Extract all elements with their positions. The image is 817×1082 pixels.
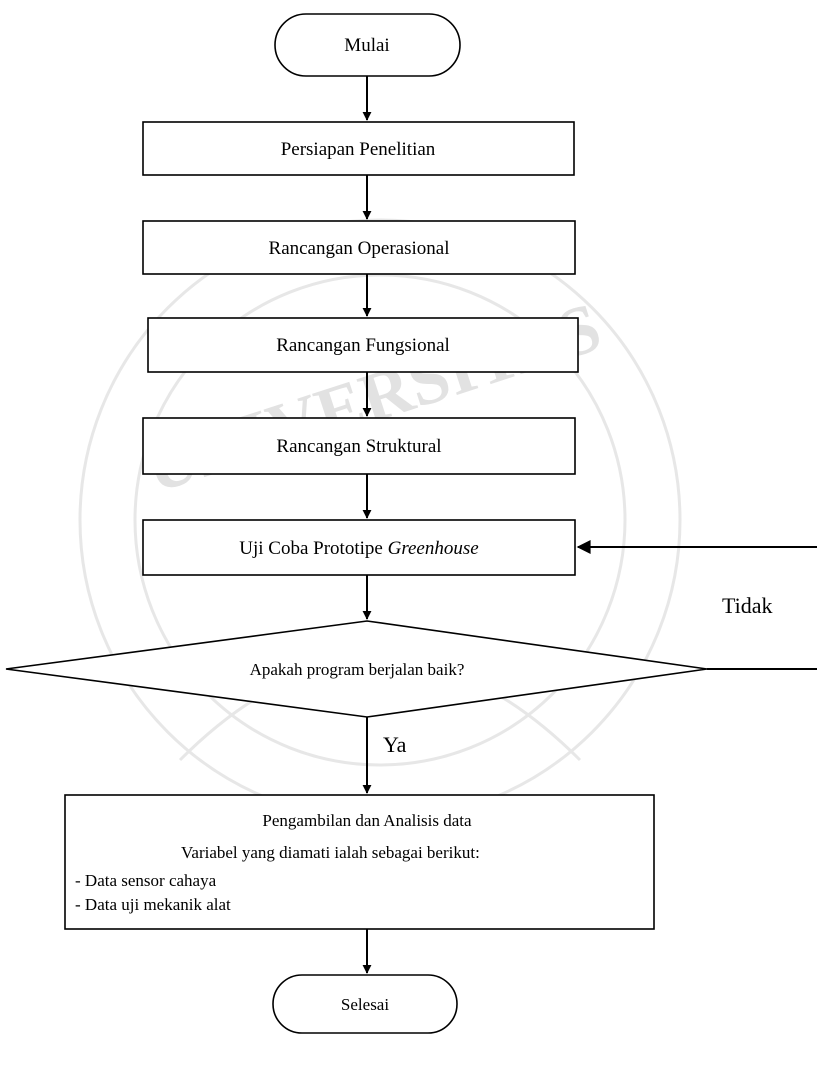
- step-uji-coba-label: Uji Coba Prototipe Greenhouse: [239, 538, 478, 559]
- decision-no-label: Tidak: [722, 593, 773, 618]
- step-uji-coba: Uji Coba Prototipe Greenhouse: [142, 519, 576, 576]
- step-uji-coba-italic: Greenhouse: [388, 538, 479, 559]
- step-persiapan-label: Persiapan Penelitian: [281, 139, 436, 160]
- step-fungsional-label: Rancangan Fungsional: [276, 335, 450, 356]
- analysis-item-2: - Data uji mekanik alat: [75, 895, 231, 914]
- step-uji-coba-prefix: Uji Coba Prototipe: [239, 538, 387, 559]
- decision-yes-label: Ya: [383, 732, 407, 757]
- step-operasional: Rancangan Operasional: [142, 220, 576, 275]
- decision-diamond: Apakah program berjalan baik?: [5, 620, 708, 718]
- step-persiapan: Persiapan Penelitian: [142, 121, 575, 176]
- step-analysis: Pengambilan dan Analisis data Variabel y…: [64, 794, 655, 930]
- step-fungsional: Rancangan Fungsional: [147, 317, 579, 373]
- start-terminator: Mulai: [274, 13, 461, 77]
- step-struktural-label: Rancangan Struktural: [276, 436, 441, 457]
- analysis-title: Pengambilan dan Analisis data: [262, 811, 472, 830]
- loop-back-connector: [576, 540, 817, 670]
- decision-question: Apakah program berjalan baik?: [250, 660, 465, 679]
- end-terminator: Selesai: [272, 974, 458, 1034]
- start-label: Mulai: [344, 35, 389, 56]
- analysis-item-1: - Data sensor cahaya: [75, 871, 217, 890]
- analysis-intro: Variabel yang diamati ialah sebagai beri…: [181, 843, 480, 862]
- step-operasional-label: Rancangan Operasional: [269, 238, 450, 259]
- step-struktural: Rancangan Struktural: [142, 417, 576, 475]
- end-label: Selesai: [341, 995, 389, 1014]
